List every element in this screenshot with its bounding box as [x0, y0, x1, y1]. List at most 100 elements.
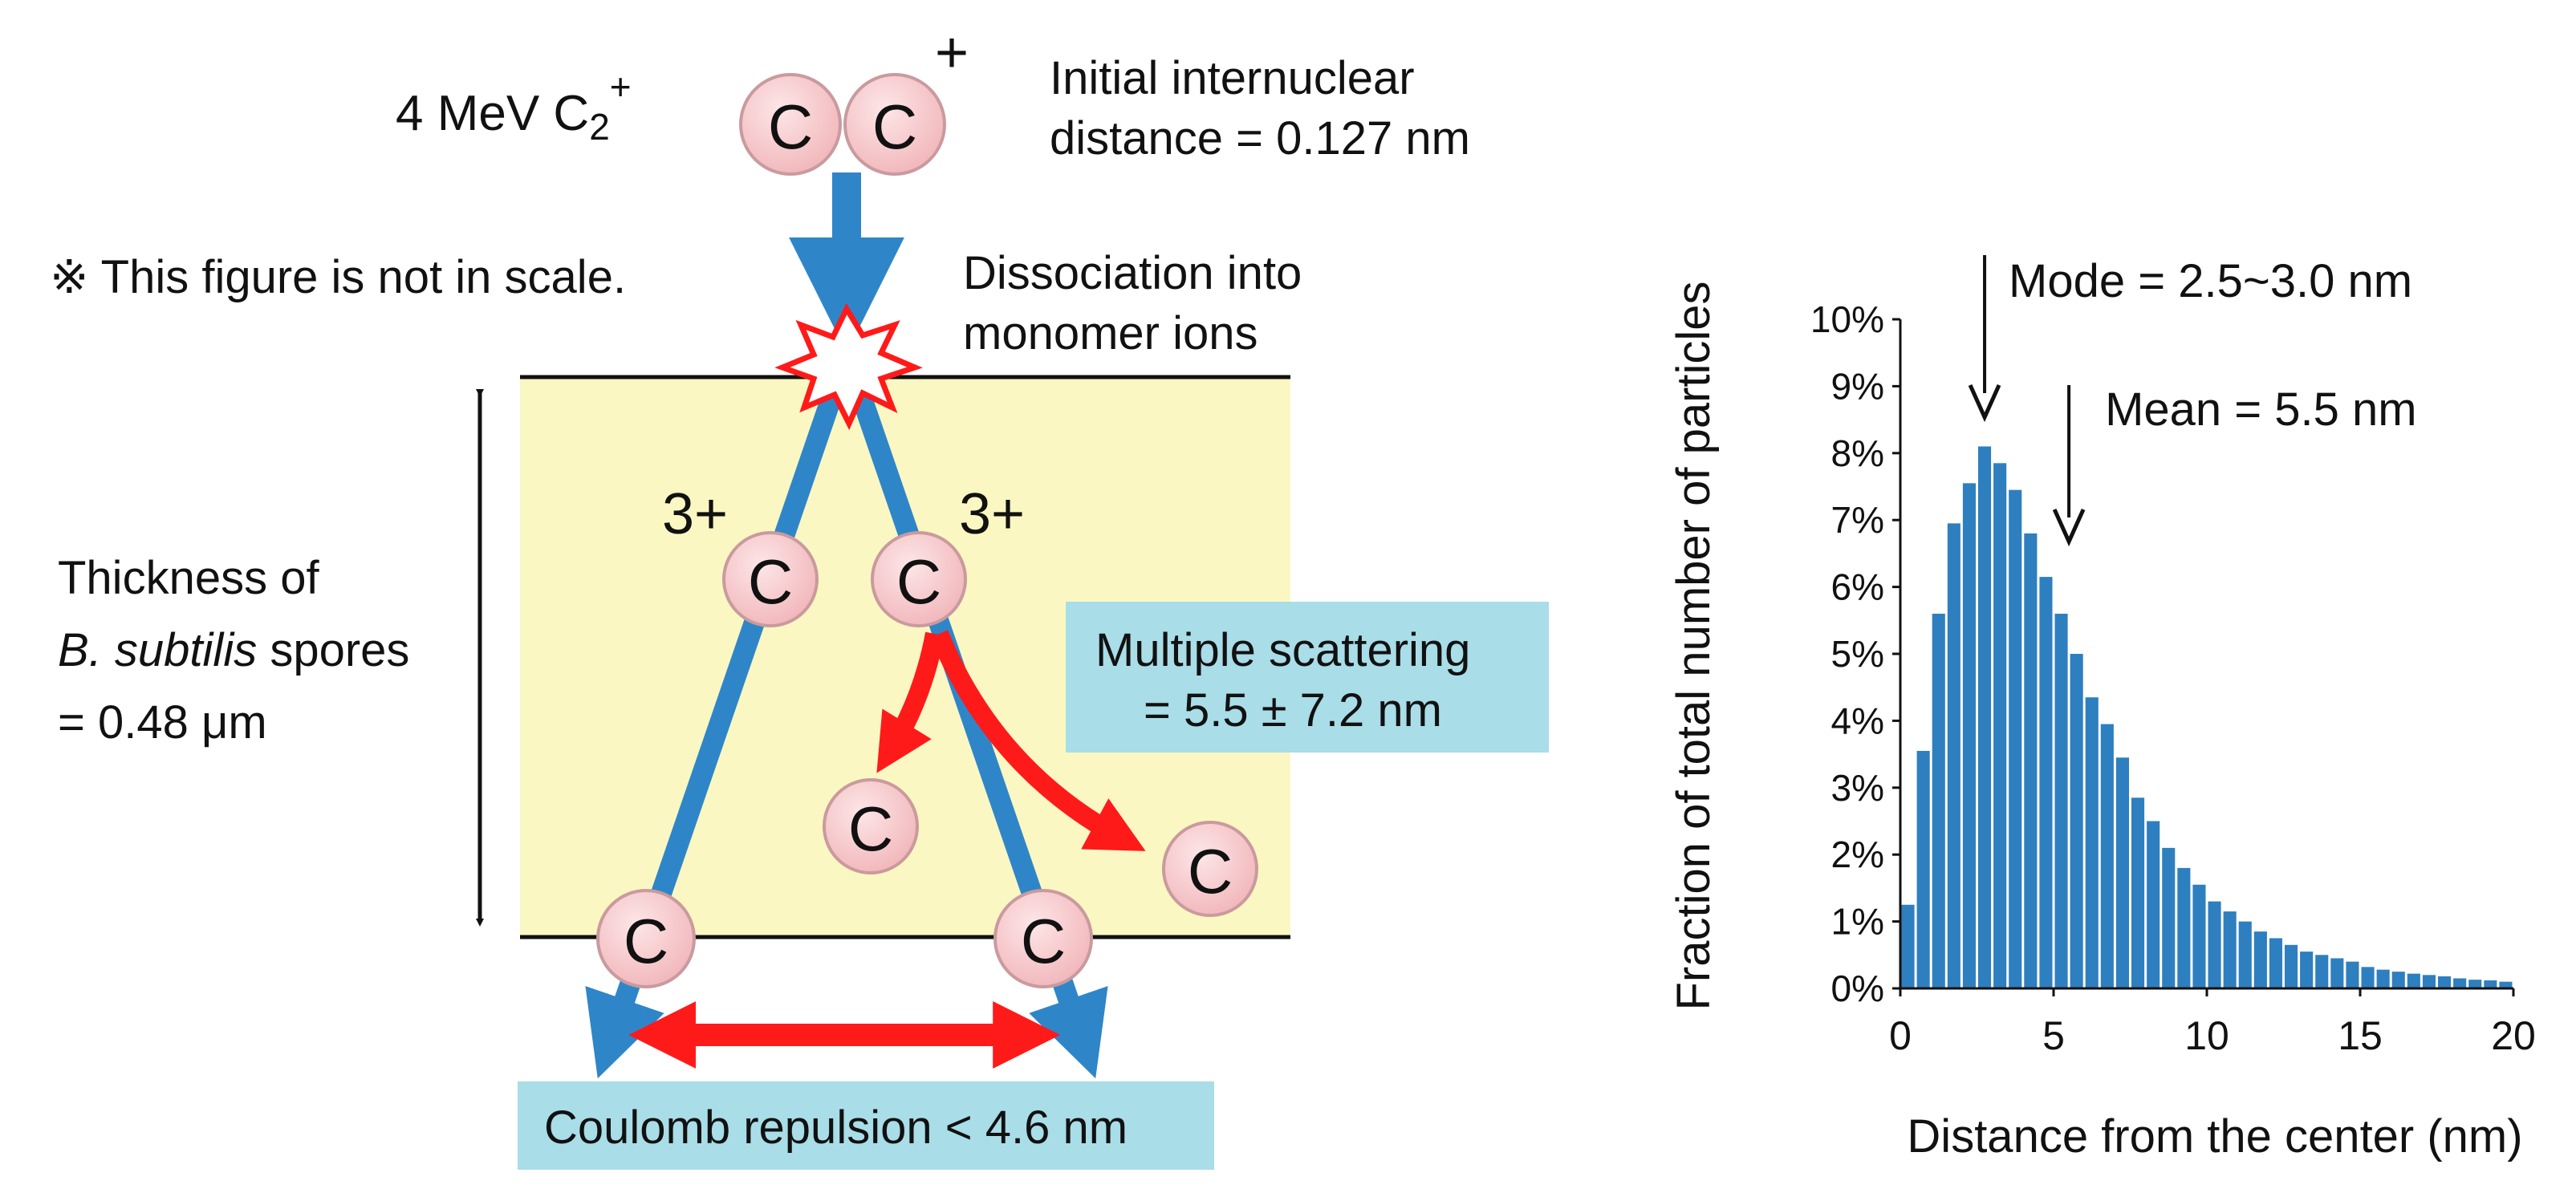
- y-tick-label: 10%: [1810, 298, 1884, 340]
- mean-arrow-head: [2052, 508, 2086, 547]
- multiple-scattering-line1: Multiple scattering: [1095, 624, 1470, 676]
- y-tick-label: 3%: [1831, 767, 1884, 809]
- y-tick-label: 0%: [1831, 968, 1884, 1009]
- dimer-atom-left: C: [739, 73, 842, 176]
- distance-histogram: 0% 1% 2% 3% 4% 5% 6% 7% 8% 9% 10% 0 5 10 15 20 Mode = …: [1668, 255, 2536, 1162]
- thickness-line2: B. subtilis spores: [58, 624, 409, 676]
- histogram-bar: [2453, 978, 2467, 988]
- mode-arrow-head: [1968, 383, 2001, 423]
- histogram-bar: [2100, 724, 2114, 988]
- y-tick-label: 8%: [1831, 432, 1884, 474]
- histogram-bar: [2039, 577, 2053, 988]
- histogram-bar: [2147, 821, 2160, 988]
- histogram-bar: [2330, 958, 2344, 988]
- histogram-bar: [2499, 981, 2513, 988]
- histogram-bar: [2315, 955, 2329, 988]
- histogram-bar: [1901, 904, 1915, 988]
- svg-text:C: C: [896, 546, 941, 617]
- histogram-bar: [2346, 961, 2359, 988]
- dissociation-line1: Dissociation into: [963, 247, 1302, 299]
- coulomb-repulsion-box: [518, 1081, 1214, 1170]
- scatter-arrow-long: [929, 630, 1146, 851]
- histogram-bar: [2009, 489, 2022, 988]
- scattered-atom-far: C: [1162, 821, 1258, 917]
- histogram-bar: [1916, 750, 1930, 988]
- histogram-bar: [1947, 523, 1960, 988]
- histogram-bar: [2162, 847, 2176, 988]
- histogram-bar: [2208, 901, 2221, 988]
- histogram-bar: [2238, 921, 2252, 988]
- monomer-atom-left: C: [722, 531, 819, 627]
- histogram-bar: [2085, 697, 2099, 988]
- thickness-line3: = 0.48 μm: [58, 696, 267, 749]
- histogram-bar: [2024, 533, 2038, 988]
- x-tick-label: 0: [1889, 1013, 1912, 1058]
- y-tick-label: 7%: [1831, 499, 1884, 541]
- histogram-bar: [1978, 446, 1992, 988]
- y-tick-label: 6%: [1831, 566, 1884, 608]
- histogram-bar: [2361, 967, 2375, 988]
- x-tick-label: 5: [2042, 1013, 2065, 1058]
- x-tick-label: 10: [2184, 1013, 2229, 1058]
- mode-annotation: Mode = 2.5~3.0 nm: [2009, 255, 2412, 307]
- histogram-bar: [2192, 884, 2206, 988]
- x-tick-label: 20: [2491, 1013, 2536, 1058]
- exit-atom-right: C: [993, 889, 1093, 988]
- not-in-scale-note: ※ This figure is not in scale.: [50, 251, 626, 303]
- mean-annotation: Mean = 5.5 nm: [2105, 383, 2417, 436]
- x-tick-label: 15: [2338, 1013, 2383, 1058]
- svg-text:C: C: [1188, 836, 1233, 907]
- dimer-charge-label: +: [935, 21, 969, 85]
- histogram-bar: [2131, 797, 2145, 988]
- histogram-bar: [2177, 867, 2191, 988]
- coulomb-repulsion-label: Coulomb repulsion < 4.6 nm: [544, 1102, 1128, 1154]
- y-tick-labels: 0% 1% 2% 3% 4% 5% 6% 7% 8% 9% 10%: [1810, 298, 1900, 1009]
- histogram-bar: [2407, 973, 2420, 988]
- histogram-bar: [2391, 972, 2405, 988]
- ion-label: 4 MeV C2+: [396, 66, 632, 148]
- histogram-bar: [2115, 757, 2129, 988]
- dissociation-line2: monomer ions: [963, 307, 1258, 359]
- histogram-bar: [1932, 613, 1945, 988]
- svg-text:C: C: [768, 91, 813, 162]
- y-axis-label: Fraction of total number of particles: [1668, 281, 1720, 1010]
- histogram-bar: [1993, 463, 2007, 988]
- histogram-bar: [2376, 969, 2390, 988]
- histogram-bar: [2223, 911, 2237, 988]
- scatter-arrow-short: [876, 631, 945, 773]
- charge-label-right: 3+: [959, 482, 1025, 546]
- svg-text:C: C: [748, 546, 793, 617]
- x-axis-label: Distance from the center (nm): [1907, 1110, 2522, 1162]
- chart-annotations: Mode = 2.5~3.0 nm Mean = 5.5 nm: [1968, 255, 2417, 547]
- svg-text:C: C: [624, 906, 668, 976]
- histogram-bar: [2253, 931, 2267, 988]
- y-tick-label: 1%: [1831, 901, 1884, 943]
- histogram-bar: [2468, 980, 2482, 988]
- dissociation-burst-icon: [774, 302, 923, 431]
- dimer-atom-right: C: [843, 73, 946, 176]
- scattered-atom-near: C: [823, 778, 919, 874]
- x-tick-labels: 0 5 10 15 20: [1889, 988, 2536, 1058]
- histogram-bar: [2269, 938, 2282, 988]
- y-tick-label: 9%: [1831, 365, 1884, 407]
- svg-text:C: C: [1021, 906, 1066, 976]
- histogram-bar: [2484, 980, 2497, 988]
- ion-track-diagram: C C C C C C C C Mul: [50, 21, 1549, 1170]
- charge-label-left: 3+: [662, 482, 728, 546]
- histogram-bar: [2070, 654, 2083, 988]
- exit-atom-left: C: [596, 889, 696, 988]
- histogram-bar: [1962, 483, 1976, 988]
- monomer-atom-right: C: [871, 531, 967, 627]
- svg-text:C: C: [872, 91, 917, 162]
- y-tick-label: 2%: [1831, 834, 1884, 875]
- histogram-bar: [2054, 613, 2068, 988]
- svg-text:C: C: [848, 793, 893, 864]
- y-tick-label: 4%: [1831, 700, 1884, 741]
- histogram-bar: [2438, 976, 2452, 988]
- multiple-scattering-line2: = 5.5 ± 7.2 nm: [1144, 684, 1442, 736]
- histogram-bar: [2300, 951, 2314, 988]
- initial-distance-line1: Initial internuclear: [1050, 52, 1415, 104]
- histogram-bar: [2285, 944, 2298, 988]
- y-tick-label: 5%: [1831, 633, 1884, 675]
